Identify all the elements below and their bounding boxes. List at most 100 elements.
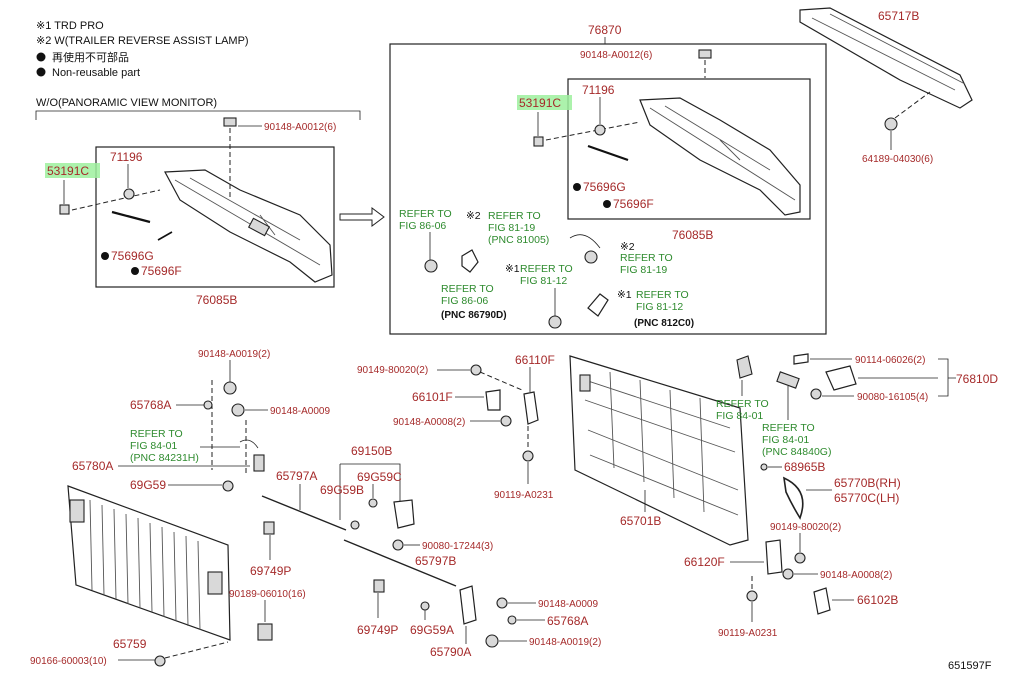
69G59-clip-icon <box>222 480 234 492</box>
label-66120F: 66120F <box>684 555 725 569</box>
bracket-r-icon <box>813 587 831 615</box>
inner-panel-group: 65759 90166-60003(10) 90189-06010(16) <box>30 485 306 667</box>
label-65797A: 65797A <box>276 469 317 483</box>
refer-b-line1: REFER TO <box>488 210 541 222</box>
refer-c-line1: REFER TO <box>620 252 673 264</box>
left-clip-icon <box>59 204 70 215</box>
screw-dash <box>164 641 229 659</box>
label-90189-06010: 90189-06010(16) <box>229 589 306 600</box>
bolt-j-icon <box>793 353 809 365</box>
latch-icon <box>523 391 539 425</box>
label-71196-r: 71196 <box>582 83 615 97</box>
part-d-icon <box>507 615 517 625</box>
refer-f-line2: FIG 81-12 <box>636 301 683 313</box>
inner-panel <box>67 485 231 641</box>
right-bolt-head-icon <box>698 49 712 59</box>
label-90149-80020: 90149-80020(2) <box>357 365 428 376</box>
outer-panel-hinge-cutout <box>579 374 591 392</box>
refer-c-mark: ※2 <box>620 241 635 253</box>
bolt-n-icon <box>746 590 758 602</box>
left-handle-grip <box>247 217 271 237</box>
refer-c-line2: FIG 81-19 <box>620 264 667 276</box>
refer-d-mark: ※1 <box>505 263 520 275</box>
non-reusable-bullet-icon <box>36 67 46 77</box>
bolt-c-bracket-icon <box>257 623 273 641</box>
right-handle-ribs <box>649 105 796 201</box>
right-handle-body <box>639 97 801 216</box>
bolt-d-icon <box>470 364 482 376</box>
protector-group: 65717B 64189-04030(6) <box>799 7 973 165</box>
label-90148-A0009: 90148-A0009 <box>270 406 330 417</box>
hinge-left-group: 90148-A0019(2) 65768A 90148-A0009 REFER … <box>72 349 330 492</box>
bushing-icon <box>736 355 753 379</box>
label-90149-80020-r: 90149-80020(2) <box>770 522 841 533</box>
left-assembly-frame <box>95 146 335 288</box>
rod-group: 65797A 69749P 65797B 69749P <box>250 469 456 637</box>
label-69150B: 69150B <box>351 444 392 458</box>
label-69G59: 69G59 <box>130 478 166 492</box>
label-76870: 76870 <box>588 23 622 37</box>
notes-legend: ※1 TRD PRO ※2 W(TRAILER REVERSE ASSIST L… <box>35 20 361 120</box>
rod-b <box>343 539 457 587</box>
camera-unit-icon <box>461 249 479 273</box>
protector-ribs <box>811 13 966 91</box>
refer-e-line3: (PNC 86790D) <box>441 310 507 321</box>
non-reusable-mark-icon <box>131 267 139 275</box>
right-clip-icon <box>533 136 544 147</box>
clip-d-icon <box>373 579 385 593</box>
non-reusable-mark-icon <box>101 252 109 260</box>
hinge-refer-line3: (PNC 84231H) <box>130 452 199 464</box>
support-cable-icon <box>782 476 804 520</box>
protector-bolt-icon <box>884 117 898 131</box>
non-reusable-bullet-icon <box>36 52 46 62</box>
right-handle-assembly: 76870 90148-A0012(6) 53191C 71196 75696G… <box>389 23 827 335</box>
left-handle-ribs <box>174 177 321 266</box>
refer-g-line2: FIG 84-01 <box>716 410 763 422</box>
right-clip-dash <box>545 121 641 141</box>
label-65768A: 65768A <box>130 398 171 412</box>
outer-panel-ribs-v <box>609 371 705 513</box>
label-90119-A0231: 90119-A0231 <box>494 490 554 501</box>
highlight-53191C-r <box>517 95 572 110</box>
label-90148-A0019-b: 90148-A0019(2) <box>529 637 601 648</box>
condition-bracket <box>35 110 361 120</box>
label-69G59B: 69G59B <box>320 483 364 497</box>
bolt-l-icon <box>794 552 806 564</box>
bolt-m-icon <box>782 568 794 580</box>
label-90114-06026: 90114-06026(2) <box>855 355 925 366</box>
hinge-refer-line1: REFER TO <box>130 428 183 440</box>
label-69G59A: 69G59A <box>410 623 454 637</box>
label-75696G-r: 75696G <box>583 180 626 194</box>
rod-a <box>261 495 347 531</box>
cam-icon <box>825 365 857 391</box>
label-65768A-b: 65768A <box>547 614 588 628</box>
hinge-right-bracket-icon <box>459 585 477 625</box>
label-90148-A0009-b: 90148-A0009 <box>538 599 598 610</box>
note-non-reusable-jp: 再使用不可部品 <box>52 50 129 64</box>
inner-panel-left-cutout <box>69 499 85 523</box>
label-90080-17244: 90080-17244(3) <box>422 541 493 552</box>
label-64189-04030: 64189-04030(6) <box>862 154 933 165</box>
label-65770B-RH: 65770B(RH) <box>834 476 901 490</box>
outer-panel-ribs-h <box>584 379 739 516</box>
refer-b-line2: FIG 81-19 <box>488 222 535 234</box>
refer-a-line1: REFER TO <box>399 208 452 220</box>
label-65717B: 65717B <box>878 9 919 23</box>
left-clip-dash <box>71 189 161 211</box>
trd-bolt-icon <box>548 315 562 329</box>
refer-a-line2: FIG 86-06 <box>399 220 446 232</box>
refer-h-line1: REFER TO <box>762 422 815 434</box>
cam-spring-icon <box>776 371 800 389</box>
label-66110F: 66110F <box>515 353 555 367</box>
note-trailer-lamp: ※2 W(TRAILER REVERSE ASSIST LAMP) <box>36 35 249 47</box>
label-69749P: 69749P <box>250 564 291 578</box>
label-75696G: 75696G <box>111 249 154 263</box>
center-latch-group: 90149-80020(2) 66110F 66101F 90148-A0008… <box>320 353 601 659</box>
hinge-bolt-b-icon <box>231 403 245 417</box>
screw-icon <box>154 655 166 667</box>
stopper-icon <box>760 463 768 471</box>
label-69749P-b: 69749P <box>357 623 398 637</box>
replacement-arrow-icon <box>339 207 385 227</box>
hinge-refer-line2: FIG 84-01 <box>130 440 177 452</box>
